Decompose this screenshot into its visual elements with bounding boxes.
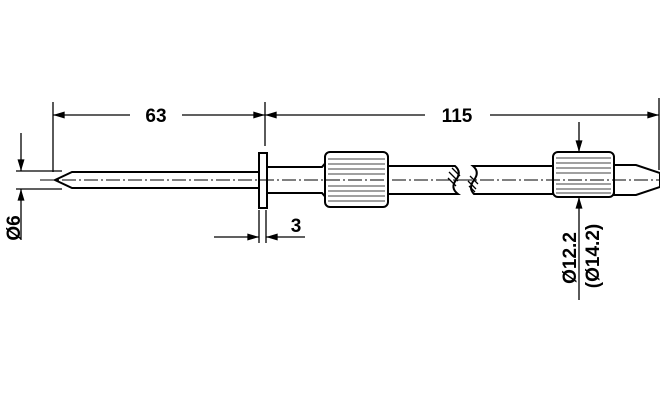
dim-label-63: 63 bbox=[145, 106, 166, 127]
dimension-63: 63 bbox=[52, 106, 265, 127]
dimension-diameter-6: Ø6 bbox=[4, 133, 25, 241]
dim-label-diameter-14-2: (Ø14.2) bbox=[583, 224, 604, 288]
dimension-diameter-12-2: Ø12.2 (Ø14.2) bbox=[560, 122, 604, 300]
extension-lines bbox=[16, 98, 660, 243]
dim-label-3: 3 bbox=[291, 216, 302, 237]
dim-label-115: 115 bbox=[442, 106, 473, 127]
shaft-left bbox=[266, 157, 329, 203]
knurl-right bbox=[552, 151, 615, 198]
dimension-115: 115 bbox=[264, 106, 659, 127]
dim-label-diameter-12-2: Ø12.2 bbox=[560, 232, 581, 284]
dimension-3: 3 bbox=[214, 216, 305, 241]
dim-label-diameter-6: Ø6 bbox=[4, 215, 25, 240]
